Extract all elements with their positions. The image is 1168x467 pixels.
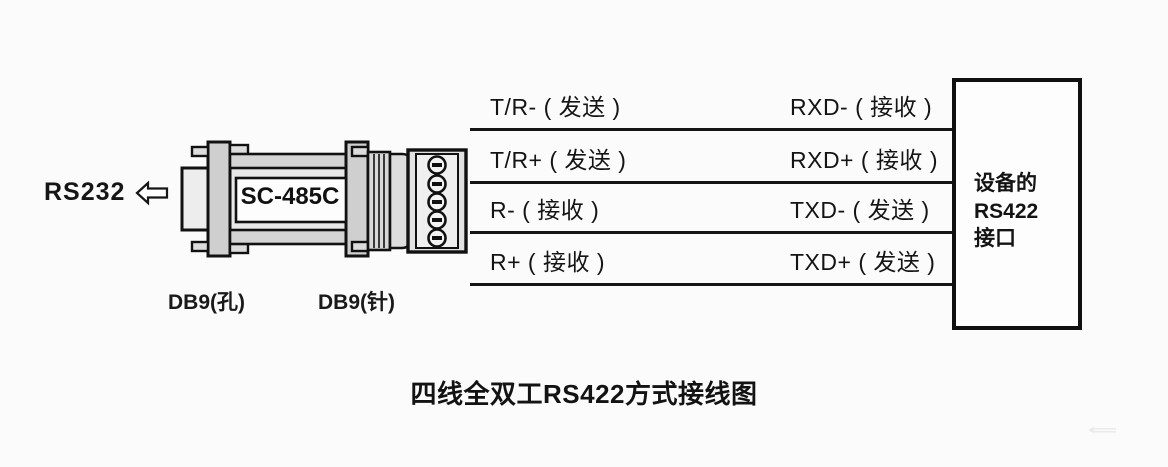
- module-model-label: SC-485C: [240, 183, 340, 210]
- device-box-label: 设备的 RS422 接口: [974, 172, 1039, 251]
- device-signal-label: TXD- ( 发送 ): [790, 197, 930, 223]
- wire-line: [470, 283, 956, 286]
- wire-line: [470, 128, 956, 131]
- db9-male-label: DB9(针): [318, 291, 395, 314]
- device-signal-label: TXD+ ( 发送 ): [790, 249, 936, 275]
- rs232-label: RS232: [44, 178, 126, 206]
- converter-signal-label: R+ ( 接收 ): [490, 249, 606, 275]
- db9-female-label: DB9(孔): [168, 291, 245, 314]
- converter-signal-label: T/R+ ( 发送 ): [490, 147, 627, 173]
- converter-signal-label: T/R- ( 发送 ): [490, 94, 621, 120]
- converter-signal-label: R- ( 接收 ): [490, 197, 600, 223]
- device-rs422-port-box: 设备的 RS422 接口: [952, 78, 1082, 330]
- device-signal-label: RXD+ ( 接收 ): [790, 147, 938, 173]
- device-signal-label: RXD- ( 接收 ): [790, 94, 933, 120]
- rs232-interface-group: RS232: [44, 178, 169, 207]
- sc-485c-converter-module: [180, 136, 470, 264]
- figure-caption: 四线全双工RS422方式接线图: [410, 379, 758, 409]
- wire-line: [470, 231, 956, 234]
- arrow-left-outline-icon: [135, 180, 169, 205]
- terminal-screws: [427, 155, 447, 248]
- watermark-remnant-icon: [1088, 426, 1116, 434]
- wire-line: [470, 181, 956, 184]
